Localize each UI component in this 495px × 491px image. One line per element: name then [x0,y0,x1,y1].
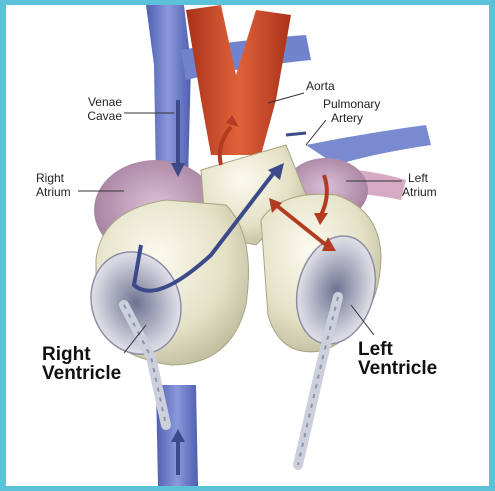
label-right-atrium-line2: Atrium [36,185,71,199]
label-left-ventricle: Left Ventricle [358,340,437,378]
label-left-atrium-line1: Left [402,171,437,185]
label-right-ventricle-line2: Ventricle [42,364,121,383]
label-left-atrium-line2: Atrium [402,185,437,199]
label-venae-cavae-line2: Cavae [66,109,122,123]
flow-arrow-pulmonary-out [286,133,306,135]
label-pulmonary-line1: Pulmonary [323,97,380,111]
label-left-ventricle-line2: Ventricle [358,359,437,378]
superior-vena-cava [146,5,191,180]
label-pulmonary-artery: Pulmonary Artery [323,97,380,125]
heart-illustration [6,5,489,486]
label-right-atrium: Right Atrium [36,171,71,199]
diagram-frame: Venae Cavae Aorta Pulmonary Artery Right… [6,5,489,486]
label-venae-cavae-line1: Venae [66,95,122,109]
label-aorta: Aorta [306,79,335,93]
label-left-atrium: Left Atrium [402,171,437,199]
label-right-ventricle-line1: Right [42,345,121,364]
label-left-ventricle-line1: Left [358,340,437,359]
label-venae-cavae: Venae Cavae [66,95,122,123]
label-pulmonary-line2: Artery [323,111,380,125]
label-right-atrium-line1: Right [36,171,71,185]
aorta-vessel [186,5,291,155]
label-right-ventricle: Right Ventricle [42,345,121,383]
